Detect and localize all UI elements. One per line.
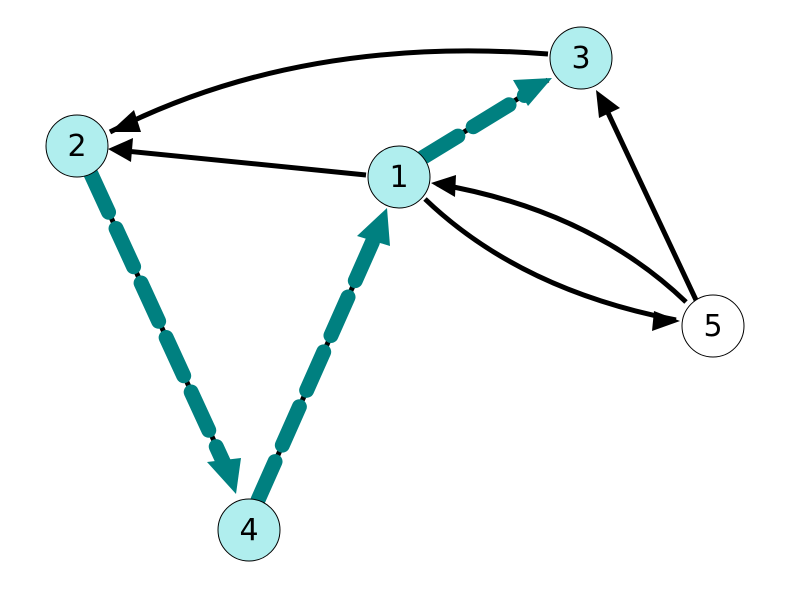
arrowhead-5-to-1 [431,175,456,197]
arrowhead-1-to-5 [652,311,680,331]
edge-1-to-2 [115,147,367,178]
arrowhead-2-to-4 [207,458,241,494]
node-3: 3 [549,26,613,90]
node-1: 1 [367,145,431,209]
arrowhead-4-to-1 [357,208,390,246]
arrowhead-1-to-2 [108,138,133,162]
node-5-label: 5 [703,309,722,344]
node-5: 5 [681,294,745,358]
edge-5-to-3 [599,98,699,302]
node-2: 2 [45,114,109,178]
node-2-label: 2 [67,129,86,164]
edge-5-to-1 [436,181,688,304]
edge-1-to-5 [423,197,677,323]
node-1-label: 1 [389,160,408,195]
highlighted-edge-4-to-1 [250,208,390,508]
node-4-label: 4 [239,513,258,548]
node-3-label: 3 [571,41,590,76]
node-4: 4 [217,498,281,562]
arrowhead-5-to-3 [596,90,620,118]
highlighted-edge-1-to-3 [414,77,552,166]
highlighted-edge-2-to-4 [83,166,241,494]
arrowhead-3-to-2 [110,110,141,132]
edge-3-to-2 [108,48,549,135]
arrowhead-1-to-3 [513,78,552,106]
